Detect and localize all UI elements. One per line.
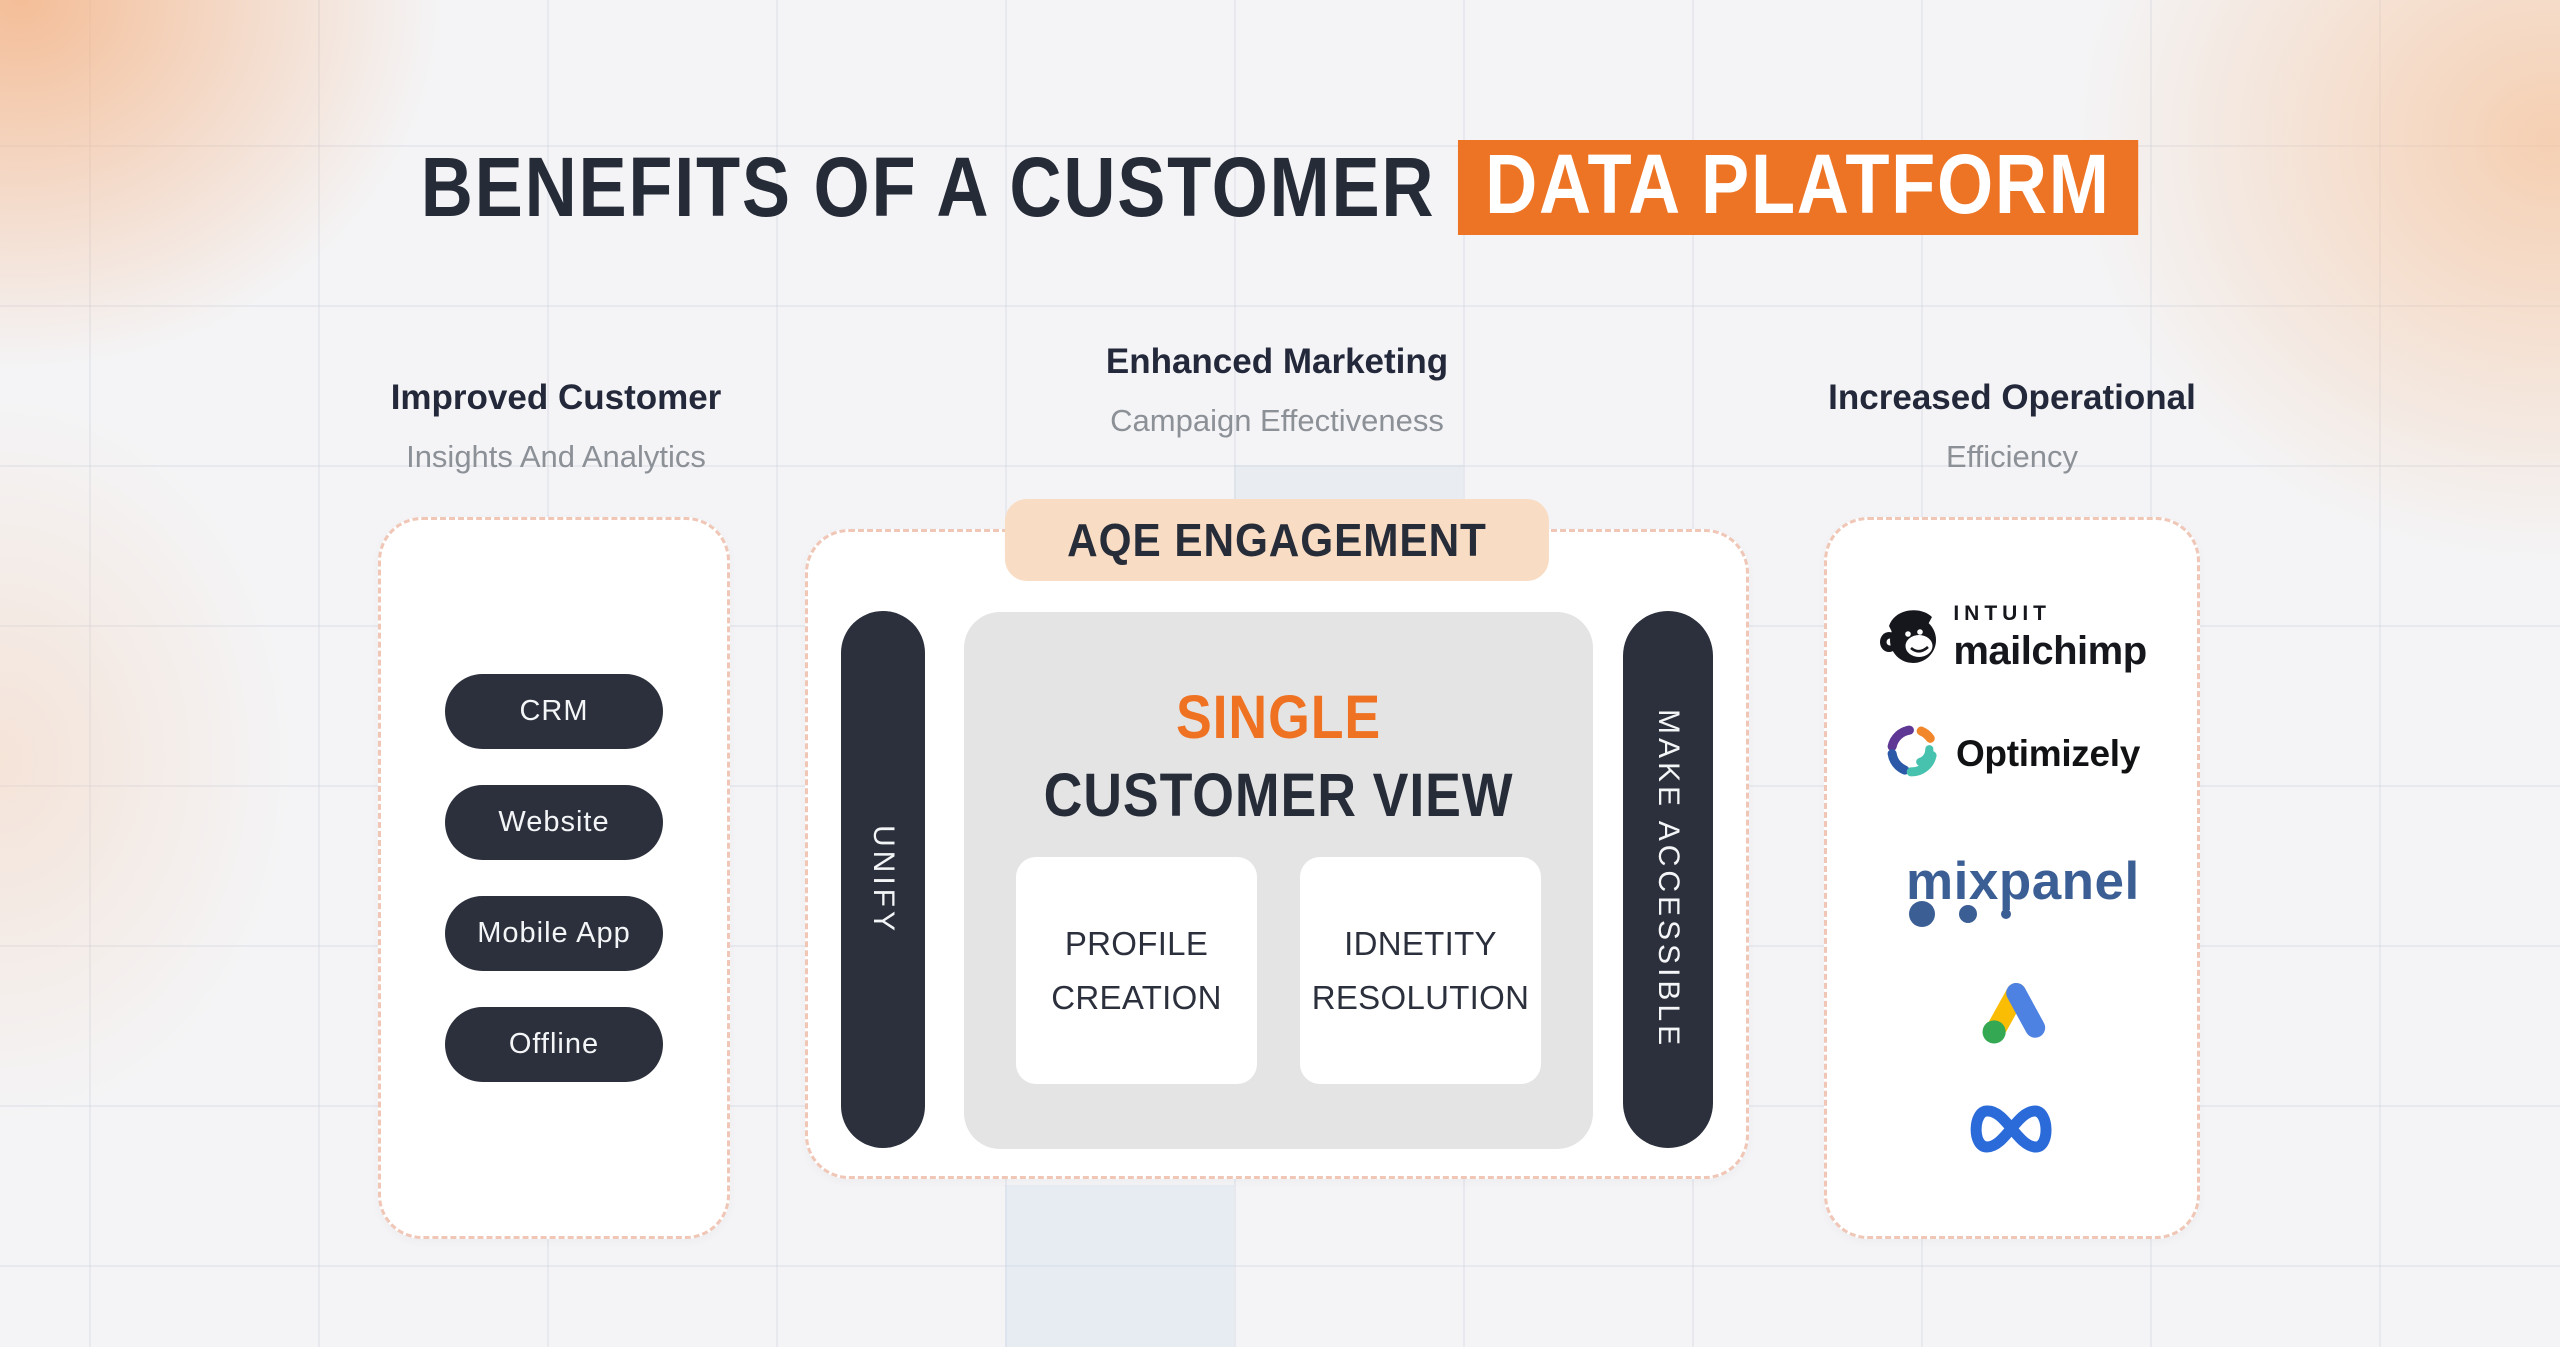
mixpanel-dots-icon bbox=[1909, 901, 2011, 928]
google-ads-icon bbox=[1972, 978, 2052, 1053]
unify-bar: UNIFY bbox=[841, 611, 925, 1148]
background-grid-tint bbox=[1005, 1185, 1234, 1347]
optimizely-logo: Optimizely bbox=[1884, 722, 2140, 785]
pill-label: Website bbox=[498, 806, 610, 838]
subheading-text: Insights And Analytics bbox=[406, 439, 706, 474]
page-title: BENEFITS OF A CUSTOMER DATA PLATFORM bbox=[0, 137, 2560, 236]
pill-label: Mobile App bbox=[477, 917, 631, 949]
page-title-text: BENEFITS OF A CUSTOMER DATA PLATFORM bbox=[421, 137, 2139, 236]
pill-label: Offline bbox=[508, 1028, 600, 1060]
intuit-mailchimp-logo: INTUIT mailchimp bbox=[1877, 602, 2147, 674]
profile-creation-box: PROFILE CREATION bbox=[1016, 857, 1257, 1084]
identity-resolution-box: IDNETITY RESOLUTION bbox=[1300, 857, 1541, 1084]
meta-infinity-icon bbox=[1960, 1101, 2064, 1162]
optimizely-label: Optimizely bbox=[1955, 732, 2141, 774]
mailchimp-wordmark: INTUIT mailchimp bbox=[1953, 602, 2147, 674]
mixpanel-label: mixpanel bbox=[1906, 851, 2140, 911]
heading-text: Improved Customer bbox=[390, 378, 722, 417]
cdp-core-card: AQE ENGAGEMENT UNIFY SINGLE CUSTOMER VIE… bbox=[805, 499, 1749, 1179]
mixpanel-logo: mixpanel bbox=[1906, 833, 2139, 929]
column-heading-improved-customer: Improved Customer Insights And Analytics bbox=[391, 378, 722, 475]
subheading-text: Campaign Effectiveness bbox=[1110, 403, 1444, 438]
make-accessible-bar: MAKE ACCESSIBLE bbox=[1623, 611, 1713, 1148]
source-pill-mobile-app: Mobile App bbox=[445, 896, 663, 971]
data-sources-card: CRM Website Mobile App Offline bbox=[378, 517, 730, 1239]
column-heading-increased-operational: Increased Operational Efficiency bbox=[1828, 378, 2196, 475]
optimizely-icon bbox=[1884, 722, 1942, 785]
column-heading-enhanced-marketing: Enhanced Marketing Campaign Effectivenes… bbox=[1106, 342, 1448, 439]
badge-label: AQE ENGAGEMENT bbox=[1067, 514, 1487, 566]
meta-logo bbox=[1960, 1101, 2064, 1162]
panel-accent-line: SINGLE bbox=[1175, 683, 1382, 751]
make-accessible-label: MAKE ACCESSIBLE bbox=[1652, 709, 1685, 1050]
google-ads-logo bbox=[1972, 978, 2052, 1053]
heading-text: Increased Operational bbox=[1828, 378, 2196, 417]
mailchimp-monkey-icon bbox=[1877, 604, 1941, 673]
title-prefix: BENEFITS OF A CUSTOMER bbox=[421, 140, 1436, 234]
aqe-engagement-badge: AQE ENGAGEMENT bbox=[1004, 499, 1550, 581]
activation-tools-card: INTUIT mailchimp Optimizely mixpanel bbox=[1824, 517, 2200, 1239]
pill-label: CRM bbox=[519, 695, 589, 727]
single-customer-view-panel: SINGLE CUSTOMER VIEW PROFILE CREATION ID… bbox=[964, 612, 1593, 1149]
source-pill-crm: CRM bbox=[445, 674, 663, 749]
subheading-text: Efficiency bbox=[1945, 439, 2079, 474]
title-highlight: DATA PLATFORM bbox=[1458, 137, 2139, 235]
source-pill-offline: Offline bbox=[445, 1007, 663, 1082]
source-pill-website: Website bbox=[445, 785, 663, 860]
box-label: PROFILE CREATION bbox=[1051, 925, 1222, 1016]
panel-boxes: PROFILE CREATION IDNETITY RESOLUTION bbox=[964, 857, 1593, 1084]
heading-text: Enhanced Marketing bbox=[1105, 342, 1449, 381]
panel-main-line: CUSTOMER VIEW bbox=[1043, 761, 1514, 829]
unify-label: UNIFY bbox=[867, 824, 900, 935]
box-label: IDNETITY RESOLUTION bbox=[1311, 925, 1530, 1016]
mailchimp-label: mailchimp bbox=[1953, 629, 2147, 674]
intuit-label: INTUIT bbox=[1953, 602, 2051, 626]
